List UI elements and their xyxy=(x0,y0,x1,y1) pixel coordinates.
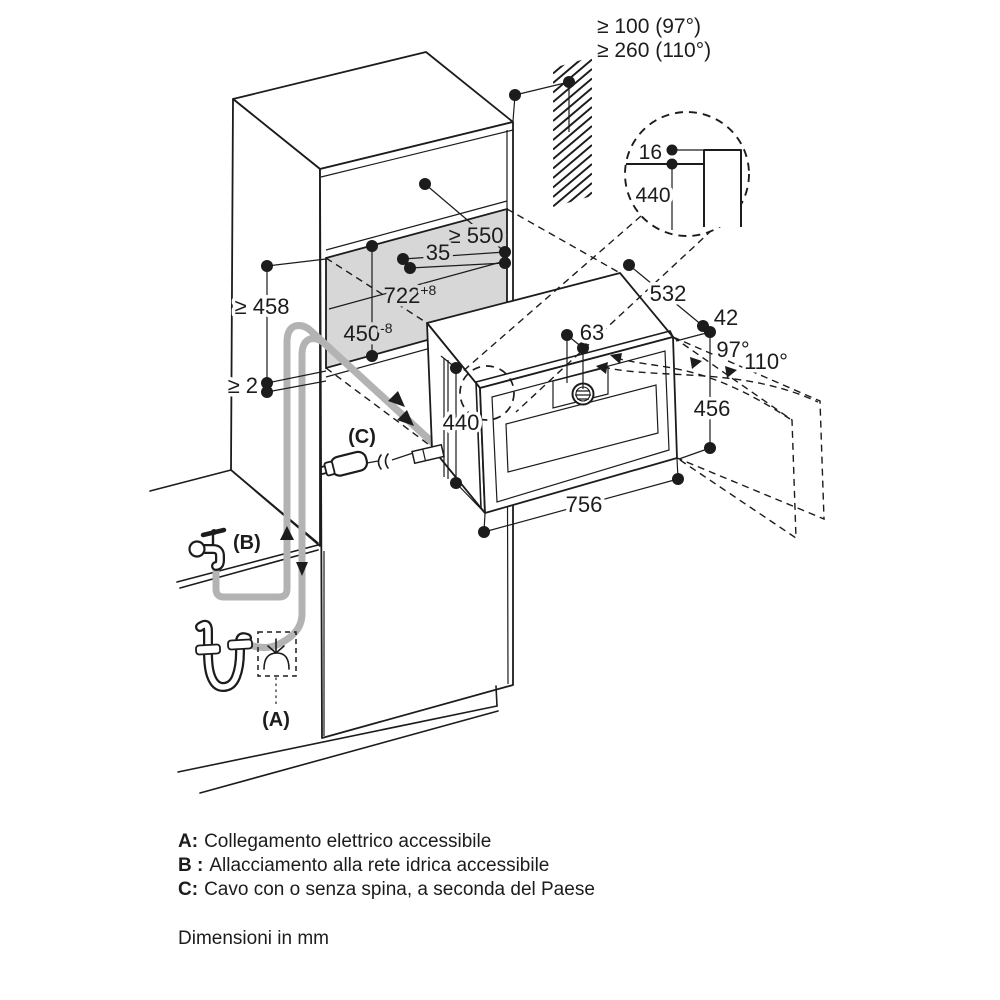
dim-35-lines xyxy=(402,251,506,269)
detail-gap-label: 16 xyxy=(639,141,662,164)
dim-bottom-gap: ≥ 2 xyxy=(228,373,258,398)
detail-height-label: 440 xyxy=(635,184,670,207)
counter-front-edge xyxy=(176,544,319,589)
frame-chamfer-edges xyxy=(475,330,674,514)
siphon-icon xyxy=(195,619,253,692)
detail-frame-outline xyxy=(703,149,742,227)
arrow-diagonal2-icon xyxy=(397,410,414,426)
wall-section xyxy=(553,57,592,207)
callout-source-circle xyxy=(459,365,515,421)
labels: ≥ 100 (97°) ≥ 260 (110°) ≥ 550 35 722+8 … xyxy=(224,15,791,731)
dimensions xyxy=(261,76,716,538)
callout-tangent-lines xyxy=(461,215,713,413)
guide-top-right xyxy=(506,208,621,274)
arrow-down-icon xyxy=(296,562,308,576)
legend-line-a: A:Collegamento elettrico accessibile xyxy=(178,831,491,852)
cabinet-left-face xyxy=(230,98,321,547)
wall-clearance-note-2: ≥ 260 (110°) xyxy=(597,39,711,62)
cord-line xyxy=(391,452,414,461)
swing-arc-110 xyxy=(602,366,819,403)
label-a: (A) xyxy=(262,709,290,731)
control-panel xyxy=(552,366,609,409)
arrow-diagonal-icon xyxy=(388,391,405,407)
dim-angle-110: 110° xyxy=(744,349,788,374)
door-open-97 xyxy=(672,336,797,540)
faucet-icon xyxy=(188,527,227,571)
cord-break-icon xyxy=(377,453,389,470)
dim-niche-width: 722+8 xyxy=(384,282,437,308)
plinth-bottom-edge xyxy=(177,705,498,773)
dim-niche-height: 450-8 xyxy=(343,320,392,346)
dim-532-line xyxy=(628,264,704,327)
arrow-up-icon xyxy=(280,526,294,540)
wall-clearance-note-1: ≥ 100 (97°) xyxy=(597,15,701,38)
swing-arc-97 xyxy=(615,357,791,420)
cabinet-top-panel-edge xyxy=(320,129,514,178)
door-open-110 xyxy=(672,336,825,521)
dim-722-line xyxy=(328,260,506,310)
label-c: (C) xyxy=(348,426,376,448)
hoses xyxy=(212,322,440,652)
dim-niche-depth: ≥ 550 xyxy=(449,223,504,248)
door-inner-edge xyxy=(491,350,670,503)
insertion-guides xyxy=(325,208,621,445)
arc-arrow-icon xyxy=(690,357,702,369)
dim-angle-97: 97° xyxy=(716,337,749,362)
cable-connector xyxy=(411,443,445,465)
dim-side-height: ≥ 458 xyxy=(235,294,290,319)
arc-arrow-icon xyxy=(596,362,608,374)
dim-oven-width: 756 xyxy=(566,492,603,517)
oven xyxy=(411,272,678,514)
dim-oven-height: 440 xyxy=(443,410,480,435)
arc-arrow-icon xyxy=(725,366,737,378)
plug-icon xyxy=(319,450,414,477)
door-swing xyxy=(596,336,825,540)
dim-front-height: 456 xyxy=(694,396,731,421)
door-window xyxy=(505,384,659,473)
dim-rail-offset: 35 xyxy=(426,240,450,265)
dim-knob-offset: 63 xyxy=(580,320,604,345)
legend-line-b: B :Allacciamento alla rete idrica access… xyxy=(178,855,549,876)
drain-hose xyxy=(246,335,440,652)
niche-shelf-edge xyxy=(325,200,508,251)
label-b: (B) xyxy=(233,532,261,554)
arc-arrow-icon xyxy=(610,353,622,364)
water-inlet-hose xyxy=(212,322,435,601)
detail-callout: 16 440 xyxy=(459,111,750,421)
dim-550-line xyxy=(424,183,506,253)
plug-cord xyxy=(366,460,379,464)
plinth-right-edge xyxy=(495,685,498,707)
guide-top-left xyxy=(325,257,428,324)
legend: A:Collegamento elettrico accessibile B :… xyxy=(178,831,595,949)
dim-458-line xyxy=(266,258,327,393)
dimension-dots xyxy=(261,76,716,538)
dim-oven-depth: 532 xyxy=(650,281,687,306)
dim-overhang: 42 xyxy=(714,305,738,330)
detail-frame-section xyxy=(704,150,741,227)
legend-line-c: C:Cavo con o senza spina, a seconda del … xyxy=(178,879,595,900)
floor-line xyxy=(199,710,499,794)
outlet-icon xyxy=(257,631,297,707)
guide-bottom-left xyxy=(325,367,429,445)
units-note: Dimensioni in mm xyxy=(178,928,329,949)
